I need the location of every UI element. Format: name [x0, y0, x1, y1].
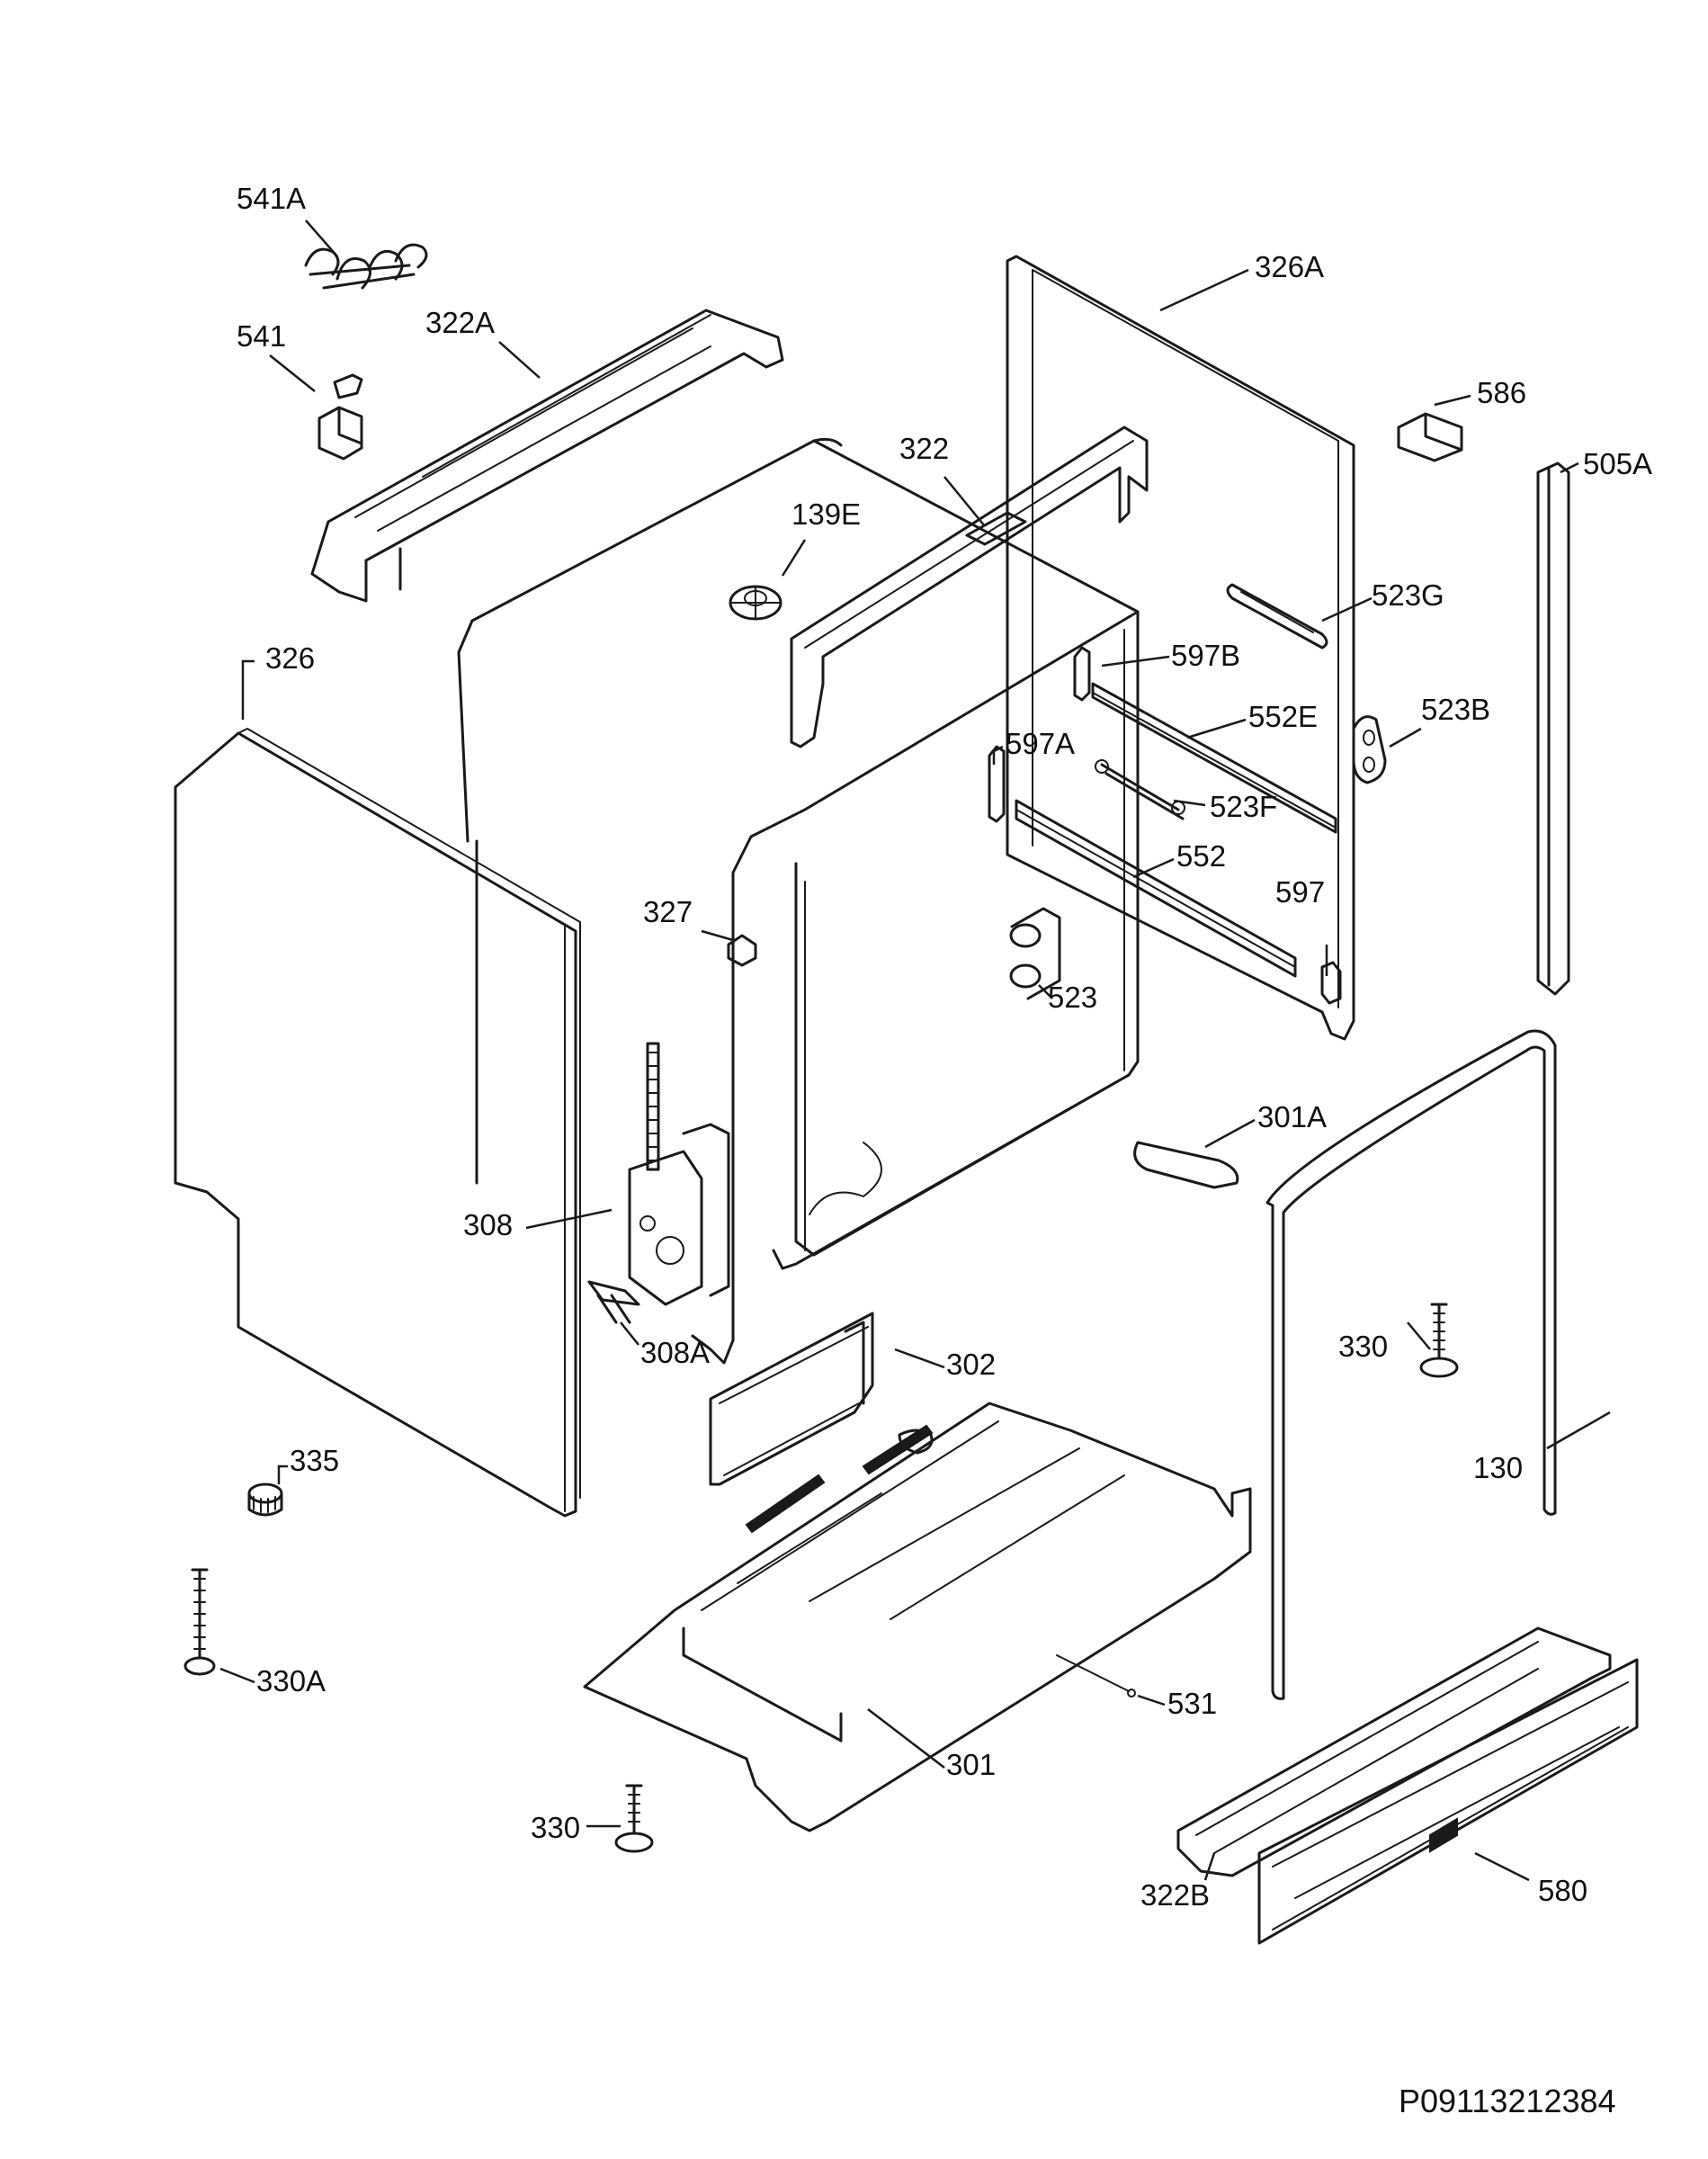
part-580-bar — [1257, 1658, 1639, 1945]
part-301-base — [583, 1402, 1252, 1832]
part-308A — [587, 1280, 640, 1324]
part-330-screw-bottom — [614, 1784, 654, 1853]
part-327-plug — [727, 934, 757, 967]
part-322A-top-rail — [310, 309, 784, 603]
part-505A-strip — [1536, 461, 1570, 996]
callout-335: 335 — [290, 1444, 339, 1477]
part-130-gasket — [1265, 1029, 1557, 1700]
callout-597B: 597B — [1171, 639, 1240, 672]
callout-322: 322 — [899, 432, 949, 465]
part-541A-clips — [304, 243, 428, 290]
part-302-panel — [709, 1312, 874, 1486]
part-586-bracket — [1397, 412, 1463, 462]
part-301A-handle — [1133, 1141, 1239, 1189]
callout-302: 302 — [946, 1348, 996, 1381]
document-code: P09113212384 — [1399, 2083, 1616, 2119]
part-322-top-frame — [790, 426, 1149, 748]
callout-labels: 541A 541 322A 326A 586 505A 322 139E 523… — [237, 182, 1652, 1912]
part-531-wire — [1056, 1654, 1136, 1698]
callout-523B: 523B — [1421, 693, 1490, 726]
callout-531: 531 — [1167, 1687, 1217, 1720]
part-330-screw-right — [1419, 1303, 1459, 1378]
callout-541: 541 — [237, 319, 286, 353]
callout-523F: 523F — [1210, 790, 1277, 823]
callout-130: 130 — [1473, 1451, 1523, 1484]
part-523B-grommet — [1352, 715, 1387, 784]
callout-597A: 597A — [1006, 727, 1075, 760]
callout-326A: 326A — [1255, 250, 1324, 283]
callout-301A: 301A — [1257, 1100, 1327, 1133]
callout-586: 586 — [1477, 376, 1526, 409]
callout-322A: 322A — [425, 306, 495, 339]
callout-523G: 523G — [1372, 578, 1444, 612]
part-330A-screw-left — [183, 1568, 216, 1676]
callout-330A: 330A — [256, 1664, 326, 1698]
callout-322B: 322B — [1140, 1878, 1210, 1912]
part-523G-bar — [1226, 583, 1328, 649]
part-597A-552-rail — [988, 745, 1342, 1005]
callout-597: 597 — [1275, 875, 1325, 909]
callout-327: 327 — [643, 895, 693, 928]
part-523F-link — [1095, 759, 1185, 820]
part-523-valves — [1009, 907, 1061, 1000]
callout-139E: 139E — [791, 497, 861, 531]
part-tub-cabinet — [457, 437, 1140, 1365]
callout-552: 552 — [1176, 839, 1226, 873]
part-308-hinge — [628, 1042, 730, 1306]
part-541-bracket — [317, 373, 363, 461]
part-326A-side-panel — [1006, 255, 1355, 1041]
callout-308: 308 — [463, 1208, 513, 1241]
callout-326: 326 — [265, 641, 315, 675]
part-335-foot — [247, 1483, 283, 1517]
callout-552E: 552E — [1248, 700, 1318, 733]
callout-523: 523 — [1048, 981, 1097, 1014]
part-597B-552E-rail — [1073, 646, 1337, 834]
callout-541A: 541A — [237, 182, 306, 215]
part-326-side-panel — [174, 728, 581, 1518]
callout-301: 301 — [946, 1748, 996, 1781]
callout-330-bottom: 330 — [531, 1811, 580, 1844]
leader-lines — [219, 219, 1611, 1882]
part-139E-fan — [729, 585, 782, 621]
callout-505A: 505A — [1583, 447, 1652, 480]
callout-330-right: 330 — [1338, 1330, 1388, 1363]
part-322B-rail — [1176, 1626, 1612, 1877]
callout-580: 580 — [1538, 1874, 1587, 1907]
callout-308A: 308A — [640, 1336, 710, 1369]
